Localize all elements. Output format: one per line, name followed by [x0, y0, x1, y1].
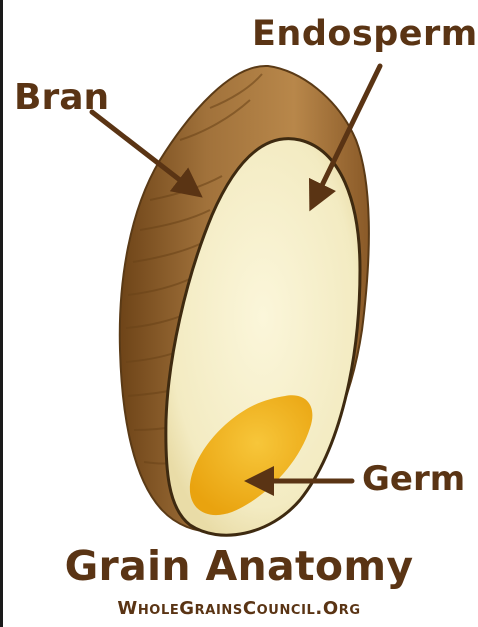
diagram-title: Grain Anatomy: [0, 546, 478, 587]
source-credit: WholeGrainsCouncil.Org: [0, 600, 478, 618]
endosperm-label: Endosperm: [252, 17, 478, 52]
germ-label: Germ: [362, 462, 465, 496]
bran-label: Bran: [14, 80, 109, 116]
